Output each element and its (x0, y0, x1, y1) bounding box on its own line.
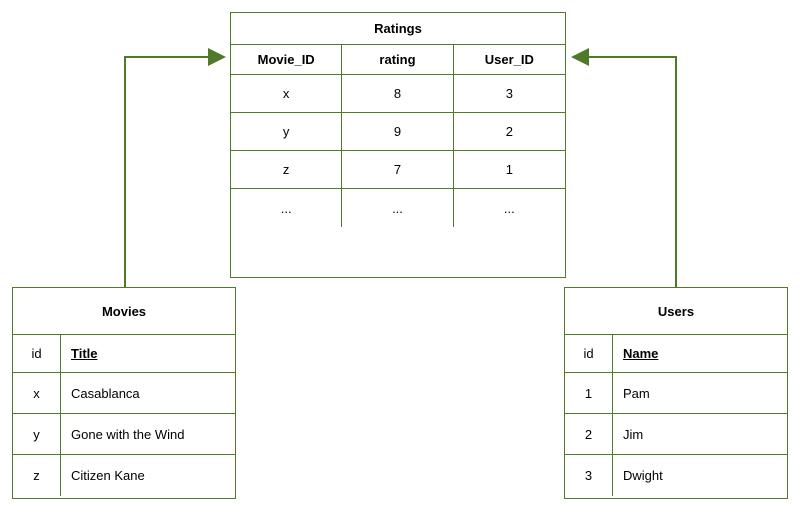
table-users-title: Users (565, 288, 787, 335)
cell-id: 1 (565, 373, 613, 413)
table-row: 3 Dwight (565, 455, 787, 496)
cell-rating: 7 (342, 151, 454, 188)
table-row: z Citizen Kane (13, 455, 235, 496)
table-movies-title: Movies (13, 288, 235, 335)
table-row: x 8 3 (231, 75, 565, 113)
table-row: 2 Jim (565, 414, 787, 455)
table-ratings: Ratings Movie_ID rating User_ID x 8 3 y … (230, 12, 566, 278)
cell-movie-id: x (231, 75, 343, 112)
column-header-user-id: User_ID (484, 52, 534, 67)
table-row: z 7 1 (231, 151, 565, 189)
column-header-id: id (565, 335, 613, 372)
table-users: Users id Name 1 Pam 2 Jim 3 Dwight (564, 287, 788, 499)
table-movies: Movies id Title x Casablanca y Gone with… (12, 287, 236, 499)
connector-movies-to-ratings (124, 48, 226, 287)
cell-user-id: 3 (505, 86, 513, 101)
cell-id: 3 (565, 455, 613, 496)
table-row: x Casablanca (13, 373, 235, 414)
cell-id: y (13, 414, 61, 454)
table-ratings-title: Ratings (231, 13, 565, 45)
cell-user-id: 2 (505, 124, 513, 139)
cell-id: 2 (565, 414, 613, 454)
cell-id: x (13, 373, 61, 413)
cell-rating: 9 (342, 113, 454, 150)
cell-movie-id: z (231, 151, 343, 188)
column-header-movie-id: Movie_ID (231, 45, 343, 74)
table-row: ... ... ... (231, 189, 565, 227)
cell-movie-id: ... (231, 189, 343, 227)
table-users-header-row: id Name (565, 335, 787, 373)
cell-name: Pam (623, 385, 650, 401)
cell-title: Gone with the Wind (71, 426, 185, 442)
cell-rating: 8 (342, 75, 454, 112)
cell-name: Jim (623, 426, 644, 442)
table-row: y Gone with the Wind (13, 414, 235, 455)
table-movies-header-row: id Title (13, 335, 235, 373)
table-ratings-header-row: Movie_ID rating User_ID (231, 45, 565, 75)
cell-movie-id: y (231, 113, 343, 150)
column-header-title: Title (71, 346, 98, 361)
cell-id: z (13, 455, 61, 496)
cell-user-id: ... (503, 200, 515, 216)
column-header-id: id (13, 335, 61, 372)
cell-name: Dwight (623, 468, 663, 483)
column-header-name: Name (623, 346, 659, 361)
cell-rating: ... (342, 189, 454, 227)
column-header-rating: rating (342, 45, 454, 74)
cell-title: Citizen Kane (71, 468, 145, 483)
cell-title: Casablanca (71, 385, 140, 401)
connector-users-to-ratings (571, 48, 677, 287)
cell-user-id: 1 (505, 162, 513, 177)
table-row: 1 Pam (565, 373, 787, 414)
table-row: y 9 2 (231, 113, 565, 151)
